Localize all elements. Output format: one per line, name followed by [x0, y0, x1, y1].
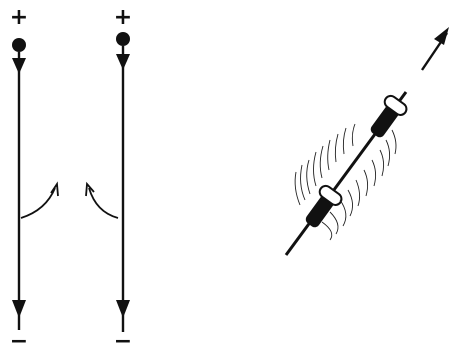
left-current-arrow-top-icon [12, 58, 26, 74]
upper-magnet-icon [365, 94, 409, 142]
magnet-sketch [286, 27, 449, 255]
left-current-arrow-bottom-icon [12, 300, 26, 318]
left-wire: + − [10, 5, 28, 351]
left-terminal-dot-icon [12, 38, 26, 52]
right-terminal-dot-icon [116, 32, 130, 46]
right-wire-top-label: + [114, 5, 132, 30]
left-curved-force-arrow-icon [21, 188, 55, 218]
right-wire-bottom-label: − [114, 329, 132, 351]
lower-magnet-icon [300, 184, 344, 232]
motion-arrow-head-icon [434, 27, 449, 45]
field-lines-right [322, 130, 396, 240]
left-wire-top-label: + [10, 5, 28, 30]
right-current-arrow-top-icon [116, 54, 130, 70]
right-current-arrow-bottom-icon [116, 300, 130, 318]
force-arrows [21, 184, 118, 218]
right-wire: + − [114, 5, 132, 351]
left-wire-bottom-label: − [10, 329, 28, 351]
